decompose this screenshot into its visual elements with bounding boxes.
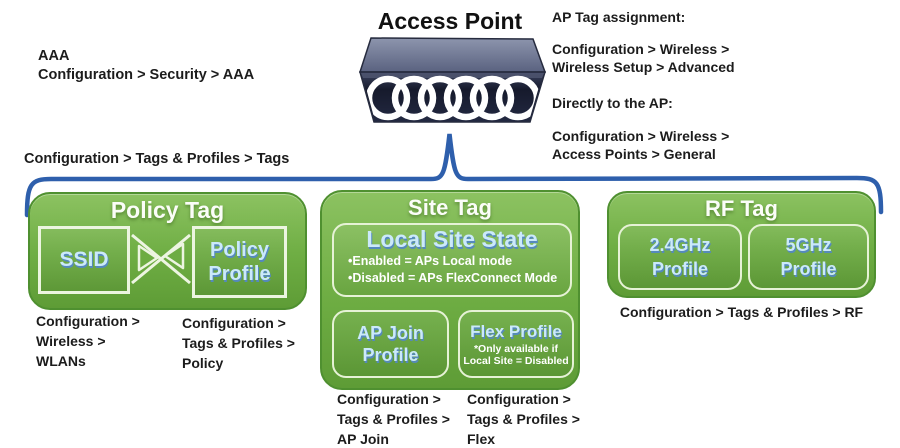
- footnote-line: AP Join: [337, 431, 389, 447]
- rf-tag-box: RF Tag 2.4GHz Profile 5GHz Profile: [607, 191, 876, 298]
- footnote-line: Tags & Profiles >: [467, 411, 580, 427]
- flex-profile-label: Flex Profile: [470, 321, 562, 341]
- footnote-line: WLANs: [36, 353, 86, 369]
- ap-join-profile-label: AP Join Profile: [357, 323, 424, 365]
- footnote-line: Tags & Profiles >: [182, 335, 295, 351]
- ap-tag-assignment-heading: AP Tag assignment:: [552, 9, 686, 25]
- ap-join-profile-box: AP Join Profile: [332, 310, 449, 378]
- direct-ap-path-line2: Access Points > General: [552, 146, 716, 162]
- ssid-box: SSID: [38, 226, 130, 294]
- ap-tag-path-line1: Configuration > Wireless >: [552, 41, 730, 57]
- aaa-heading: AAA: [38, 48, 70, 64]
- aaa-block: AAA Configuration > Security > AAA: [38, 47, 298, 85]
- flex-profile-note1: *Only available if: [473, 342, 559, 355]
- access-point-device-icon: [358, 37, 546, 123]
- local-site-bullet-enabled: •Enabled = APs Local mode: [348, 254, 513, 268]
- local-site-bullet-disabled: •Disabled = APs FlexConnect Mode: [348, 271, 558, 285]
- direct-ap-path-line1: Configuration > Wireless >: [552, 128, 730, 144]
- local-site-state-box: Local Site State •Enabled = APs Local mo…: [332, 223, 572, 297]
- profile-5ghz-box: 5GHz Profile: [748, 224, 869, 290]
- footnote-line: Configuration >: [337, 391, 441, 407]
- direct-ap-heading: Directly to the AP:: [552, 95, 673, 111]
- profile-24ghz-box: 2.4GHz Profile: [618, 224, 742, 290]
- footnote-line: Configuration >: [36, 313, 140, 329]
- site-footnote-left: Configuration > Tags & Profiles > AP Joi…: [337, 389, 450, 448]
- flex-profile-box: Flex Profile *Only available if Local Si…: [458, 310, 574, 378]
- aaa-path: Configuration > Security > AAA: [38, 67, 255, 83]
- site-footnote-right: Configuration > Tags & Profiles > Flex: [467, 389, 580, 448]
- footnote-line: Tags & Profiles >: [337, 411, 450, 427]
- rf-tag-title: RF Tag: [705, 196, 778, 221]
- footnote-line: Flex: [467, 431, 496, 447]
- footnote-line: Wireless >: [36, 333, 106, 349]
- policy-profile-box: Policy Profile: [192, 226, 287, 298]
- policy-tag-box: Policy Tag SSID Policy Profile: [28, 192, 307, 310]
- policy-footnote-left: Configuration > Wireless > WLANs: [36, 311, 140, 371]
- tags-breadcrumb: Configuration > Tags & Profiles > Tags: [24, 151, 290, 167]
- policy-profile-label: Policy Profile: [208, 239, 271, 285]
- profile-5ghz-label: 5GHz Profile: [780, 235, 837, 279]
- policy-footnote-right: Configuration > Tags & Profiles > Policy: [182, 313, 295, 373]
- local-site-state-title: Local Site State: [366, 226, 538, 252]
- footnote-line: Policy: [182, 355, 224, 371]
- site-tag-box: Site Tag Local Site State •Enabled = APs…: [320, 190, 580, 390]
- flex-profile-note2: Local Site = Disabled: [463, 354, 569, 367]
- ssid-label: SSID: [59, 248, 109, 271]
- blue-bracket-icon: [24, 133, 884, 218]
- policy-tag-title: Policy Tag: [110, 197, 225, 223]
- ap-tag-path-line2: Wireless Setup > Advanced: [552, 59, 735, 75]
- footnote-line: Configuration >: [467, 391, 571, 407]
- site-tag-title: Site Tag: [408, 195, 492, 220]
- footnote-line: Configuration >: [182, 315, 286, 331]
- crossing-arrows-icon: [131, 233, 191, 285]
- page-title: Access Point: [377, 8, 523, 34]
- profile-24ghz-label: 2.4GHz Profile: [649, 235, 711, 279]
- ap-tag-assignment-block: AP Tag assignment: Configuration > Wirel…: [552, 8, 782, 163]
- rf-footnote: Configuration > Tags & Profiles > RF: [619, 304, 864, 320]
